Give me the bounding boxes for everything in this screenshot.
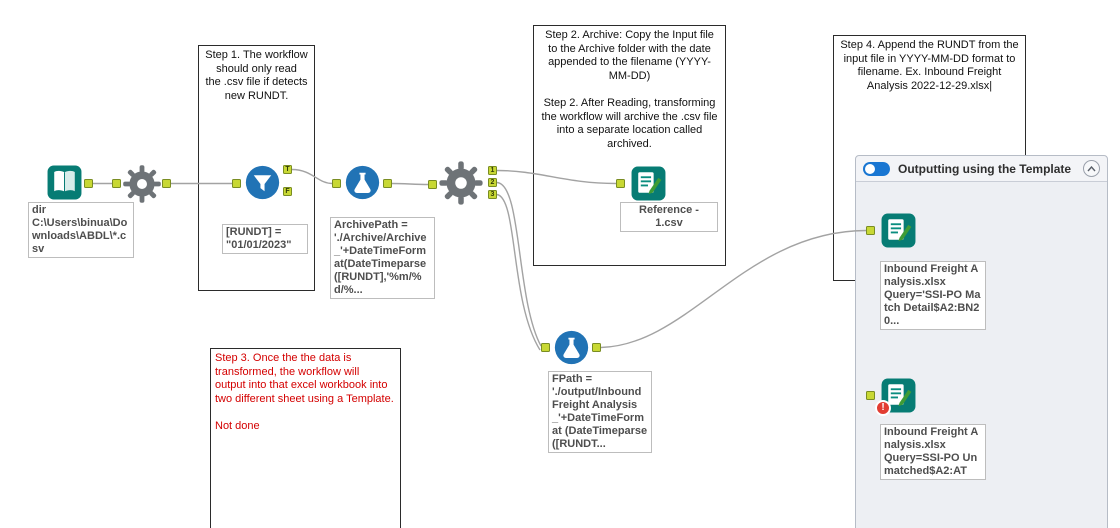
gear-icon	[123, 165, 161, 203]
container-enable-toggle[interactable]	[863, 161, 890, 176]
formula1-output-anchor[interactable]	[383, 179, 392, 188]
annotation-output-unmatched[interactable]: Inbound Freight Analysis.xlsx Query=SSI-…	[880, 424, 986, 480]
comment-step3[interactable]: Step 3. Once the the data is transformed…	[210, 348, 401, 528]
filter-output-true-anchor[interactable]: T	[283, 165, 292, 174]
filter-tool[interactable]	[244, 164, 281, 201]
container-title: Outputting using the Template	[898, 161, 1072, 176]
filter-input-anchor[interactable]	[232, 179, 241, 188]
output-data-icon	[631, 166, 666, 201]
formula2-output-anchor[interactable]	[592, 343, 601, 352]
collapse-button[interactable]	[1083, 160, 1100, 177]
formula1-input-anchor[interactable]	[332, 179, 341, 188]
macro2-output3-anchor[interactable]: 3	[488, 190, 497, 199]
chevron-up-icon	[1087, 165, 1096, 171]
formula-tool-archivepath[interactable]	[344, 164, 381, 201]
annotation-filter[interactable]: [RUNDT] = "01/01/2023"	[222, 224, 308, 254]
macro-tool-2[interactable]	[438, 160, 484, 206]
directory-output-anchor[interactable]	[84, 179, 93, 188]
macro2-output1-anchor[interactable]: 1	[488, 166, 497, 175]
annotation-directory[interactable]: dir C:\Users\binua\Downloads\ABDL\*.csv	[28, 202, 134, 258]
formula-tool-fpath[interactable]	[553, 329, 590, 366]
annotation-reference-csv[interactable]: Reference - 1.csv	[620, 202, 718, 232]
wire-formula-to-macro2[interactable]	[391, 182, 429, 186]
annotation-fpath[interactable]: FPath = './output/Inbound Freight Analys…	[548, 371, 652, 453]
input-data-icon	[47, 165, 82, 200]
formula2-input-anchor[interactable]	[541, 343, 550, 352]
macro2-output2-anchor[interactable]: 2	[488, 178, 497, 187]
error-badge-icon: !	[875, 400, 891, 416]
annotation-output-match[interactable]: Inbound Freight Analysis.xlsx Query='SSI…	[880, 261, 986, 330]
formula-flask-icon	[554, 330, 589, 365]
output-tool-match[interactable]	[880, 212, 917, 249]
macro-tool-1[interactable]	[122, 164, 162, 204]
macro1-input-anchor[interactable]	[112, 179, 121, 188]
output-data-icon	[881, 213, 916, 248]
macro2-input-anchor[interactable]	[428, 180, 437, 189]
filter-icon	[245, 165, 280, 200]
macro1-output-anchor[interactable]	[162, 179, 171, 188]
directory-input-tool[interactable]	[46, 164, 83, 201]
output-match-input-anchor[interactable]	[866, 226, 875, 235]
output-tool-unmatched[interactable]	[880, 377, 917, 414]
output-data-icon	[881, 378, 916, 413]
container-header: Outputting using the Template	[856, 156, 1107, 182]
toggle-knob	[865, 163, 875, 174]
gear-icon	[439, 161, 483, 205]
formula-flask-icon	[345, 165, 380, 200]
output-unmatched-input-anchor[interactable]	[866, 391, 875, 400]
annotation-archive-path[interactable]: ArchivePath = './Archive/Archive_'+DateT…	[330, 217, 435, 299]
filter-output-false-anchor[interactable]: F	[283, 187, 292, 196]
reference-input-anchor[interactable]	[616, 179, 625, 188]
output-tool-reference[interactable]	[630, 165, 667, 202]
